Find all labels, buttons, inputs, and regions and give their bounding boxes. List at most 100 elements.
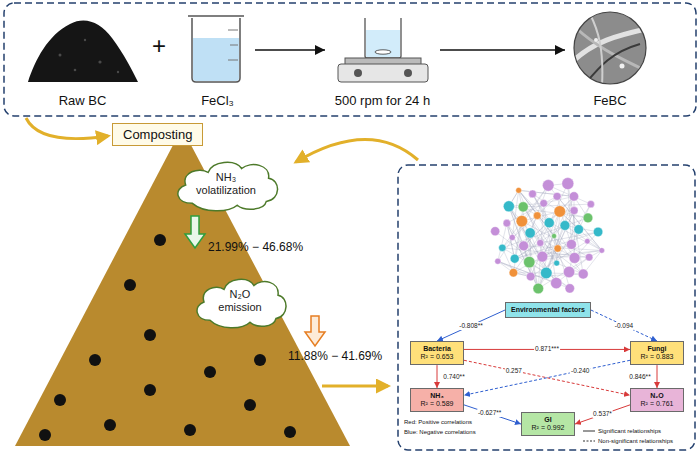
particle-dot bbox=[184, 424, 196, 436]
network-link bbox=[540, 243, 542, 257]
network-node bbox=[537, 251, 548, 262]
legend-row: Non-significant relationships bbox=[583, 436, 673, 446]
network-link bbox=[556, 257, 589, 283]
node-text: N₂O emission bbox=[210, 288, 270, 313]
legend-text: Non-significant relationships bbox=[598, 438, 673, 444]
network-link bbox=[519, 190, 539, 288]
colour-note: Blue: Negative correlations bbox=[404, 429, 476, 435]
network-link bbox=[523, 207, 537, 216]
biochar-grain bbox=[117, 71, 119, 73]
network-link bbox=[519, 190, 584, 274]
network-node bbox=[540, 267, 552, 279]
sem-field bbox=[574, 12, 646, 84]
beaker-rim bbox=[188, 15, 244, 17]
network-link bbox=[498, 185, 548, 261]
node-text: R² = 0.992 bbox=[527, 424, 569, 432]
network-link bbox=[524, 246, 530, 262]
network-node bbox=[533, 212, 541, 220]
network-link bbox=[509, 206, 546, 273]
network-node bbox=[540, 199, 548, 207]
sem-fibre bbox=[572, 28, 650, 62]
legend: Significant relationshipsNon-significant… bbox=[583, 426, 673, 446]
network-link bbox=[498, 261, 514, 272]
network-link bbox=[542, 196, 574, 256]
node-text: R² = 0.761 bbox=[636, 400, 678, 408]
node-text: R² = 0.589 bbox=[416, 400, 458, 408]
network-link bbox=[557, 211, 560, 263]
network-link bbox=[498, 223, 507, 261]
network-node bbox=[554, 206, 565, 217]
network-link bbox=[538, 211, 559, 288]
network-node bbox=[569, 192, 578, 201]
flow-arrow bbox=[322, 385, 388, 388]
network-link bbox=[530, 233, 532, 277]
network-link bbox=[502, 248, 546, 273]
network-link bbox=[509, 190, 519, 206]
network-link bbox=[519, 190, 574, 196]
network-link bbox=[509, 190, 519, 206]
network-link bbox=[546, 273, 569, 288]
network-link bbox=[560, 211, 602, 250]
network-link bbox=[519, 190, 550, 222]
network-node bbox=[599, 248, 605, 254]
network-link bbox=[524, 216, 538, 246]
network-link bbox=[529, 250, 601, 262]
network-node bbox=[526, 272, 535, 281]
network-link bbox=[531, 211, 560, 276]
plus-sign: + bbox=[152, 32, 166, 60]
network-node bbox=[563, 266, 574, 277]
hot-plate-body bbox=[338, 64, 428, 82]
sem-fibre bbox=[590, 14, 602, 86]
network-link bbox=[509, 206, 588, 218]
febc-sem-image: FeBC bbox=[565, 8, 655, 108]
network-node bbox=[583, 213, 593, 223]
node-text: FeCl₃ bbox=[201, 93, 234, 108]
sem-image bbox=[572, 12, 650, 86]
network-link bbox=[558, 248, 570, 288]
network-link bbox=[507, 223, 515, 259]
network-link bbox=[530, 233, 558, 249]
path-coefficient: 0.740** bbox=[442, 373, 465, 381]
network-link bbox=[519, 190, 541, 243]
decrease-arrow bbox=[185, 216, 205, 248]
network-node bbox=[509, 268, 518, 277]
legend-text: Significant relationships bbox=[598, 428, 661, 434]
network-link bbox=[529, 262, 546, 273]
network-node bbox=[554, 260, 560, 266]
network-link bbox=[519, 190, 554, 236]
network-link bbox=[515, 243, 541, 259]
network-link bbox=[498, 261, 570, 288]
network-node bbox=[565, 284, 574, 293]
network-link bbox=[498, 261, 556, 283]
gi-box: GIR² = 0.992 bbox=[521, 412, 575, 436]
network-link bbox=[533, 194, 555, 236]
sem-border bbox=[574, 12, 646, 84]
path-coefficient: 0.846** bbox=[628, 373, 651, 381]
sem-particle bbox=[620, 64, 625, 69]
legend-line-sample bbox=[583, 428, 595, 434]
particle-dot bbox=[124, 279, 136, 291]
network-node bbox=[533, 283, 544, 294]
network-link bbox=[531, 274, 583, 277]
legend-line bbox=[583, 441, 595, 442]
particle-dot bbox=[284, 426, 296, 438]
network-link bbox=[524, 246, 602, 251]
plate-knob bbox=[354, 69, 362, 77]
network-link bbox=[569, 229, 579, 272]
network-link bbox=[513, 273, 530, 277]
network-link bbox=[515, 244, 572, 258]
biochar-grain bbox=[98, 60, 101, 63]
connector bbox=[437, 365, 438, 388]
path-coefficient: 0.537* bbox=[592, 410, 613, 418]
network-link bbox=[546, 211, 574, 273]
network-link bbox=[557, 196, 565, 225]
node-text: N₂O bbox=[636, 392, 678, 400]
network-link bbox=[502, 196, 557, 247]
network-node bbox=[585, 253, 593, 261]
factor-box: Environmental factors bbox=[505, 302, 591, 318]
network-link bbox=[538, 257, 589, 288]
network-link bbox=[558, 248, 575, 257]
network-node bbox=[569, 253, 580, 264]
